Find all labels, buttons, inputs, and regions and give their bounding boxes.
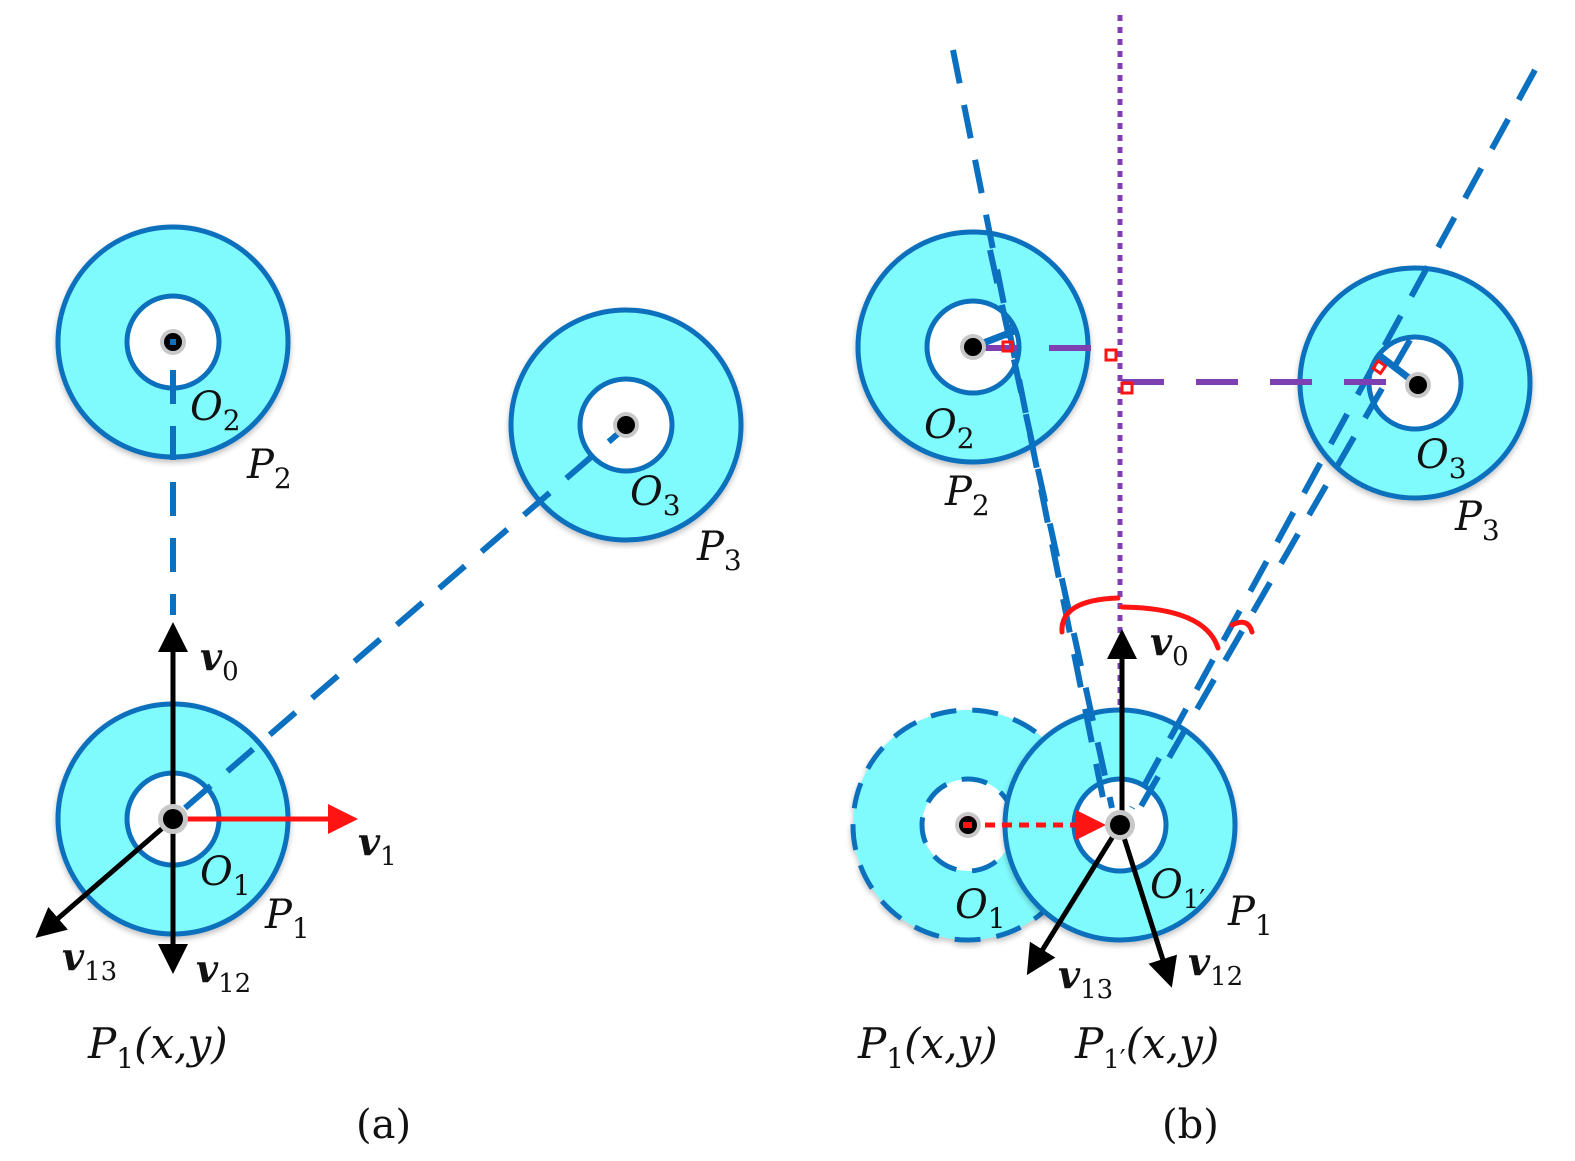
label-position-p1-prime-b: P1′(x,y) [1074, 1019, 1219, 1075]
tangent-lines-p3 [1129, 68, 1538, 810]
right-angle-marker [1370, 358, 1388, 376]
label-position-p1-b: P1(x,y) [857, 1019, 998, 1075]
panel-a: O2 P2 O3 P3 O1 P1 v0 v1 v12 v13 P1(x,y) … [35, 224, 744, 1148]
label-o3-b: O3 [1416, 432, 1467, 485]
right-angle-marker [1104, 348, 1118, 362]
vector-v13-a [35, 817, 175, 938]
center-dot-o3-b [1405, 372, 1431, 398]
label-p2-b: P2 [944, 469, 990, 522]
label-o1-prime-b: O1′ [1150, 862, 1205, 915]
panel-b: O2 P2 O3 P3 O1 O1′ P1 v0 v12 v13 P1(x,y)… [850, 15, 1538, 1148]
right-angle-marker [1001, 340, 1014, 353]
label-position-p1-a: P1(x,y) [87, 1019, 228, 1075]
label-o2-b: O2 [924, 402, 975, 455]
center-dot-o1-prime-b [1105, 810, 1135, 840]
vector-v12-b [1117, 824, 1178, 988]
center-dot-o2-b [960, 334, 986, 360]
label-v13-b: v13 [1058, 952, 1113, 1005]
label-v1-a: v1 [358, 819, 397, 872]
right-angle-marker [1120, 381, 1134, 395]
label-o1-b: O1 [955, 882, 1006, 935]
label-v0-a: v0 [200, 634, 239, 687]
label-p3-b: P3 [1454, 494, 1500, 547]
label-p1-a: P1 [264, 892, 310, 945]
label-o1-a: O1 [200, 849, 251, 902]
caption-b: (b) [1162, 1102, 1219, 1148]
sight-line-o1-o3 [183, 429, 622, 811]
angle-arc-left [1059, 595, 1121, 635]
caption-a: (a) [356, 1102, 411, 1148]
center-dot-o3-a [613, 412, 639, 438]
center-dot-o1-ghost-b [955, 812, 981, 838]
label-v12-a: v12 [196, 946, 251, 999]
label-v13-a: v13 [62, 934, 117, 987]
label-p3-a: P3 [696, 524, 742, 577]
angle-arc-small-right [1229, 619, 1255, 635]
label-v0-b: v0 [1150, 619, 1189, 672]
tangent-lines-p2 [950, 49, 1115, 809]
label-v12-b: v12 [1188, 939, 1243, 992]
label-p1-b: P1 [1227, 889, 1273, 942]
center-dot-o2-a [160, 329, 186, 355]
label-p2-a: P2 [246, 442, 292, 495]
vector-v13-b [1026, 823, 1123, 976]
center-dot-o1-a [158, 804, 188, 834]
angle-arc-right [1119, 604, 1221, 651]
label-o2-a: O2 [190, 384, 241, 437]
label-o3-a: O3 [630, 469, 681, 522]
